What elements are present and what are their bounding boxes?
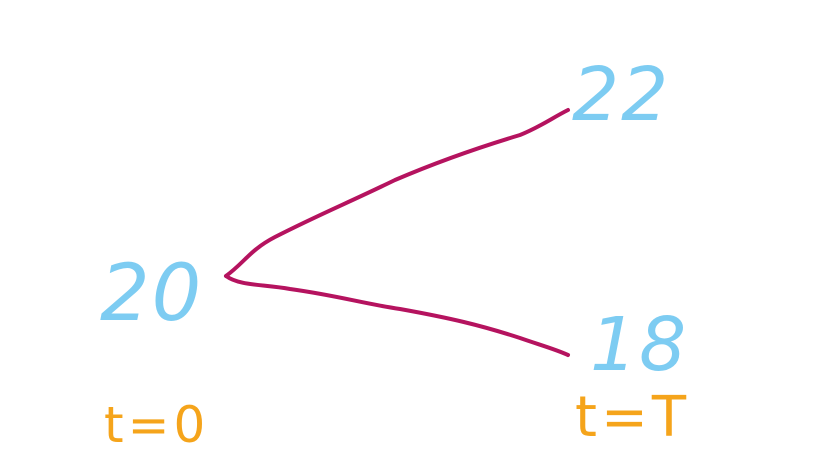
start-time-label: t=0 <box>104 396 210 454</box>
down-value-label: 18 <box>590 302 689 388</box>
root-value-label: 20 <box>100 249 204 339</box>
up-branch-line <box>224 108 570 278</box>
up-value-label: 22 <box>572 52 671 138</box>
end-time-label: t=T <box>575 385 691 450</box>
down-branch-line <box>224 274 570 357</box>
